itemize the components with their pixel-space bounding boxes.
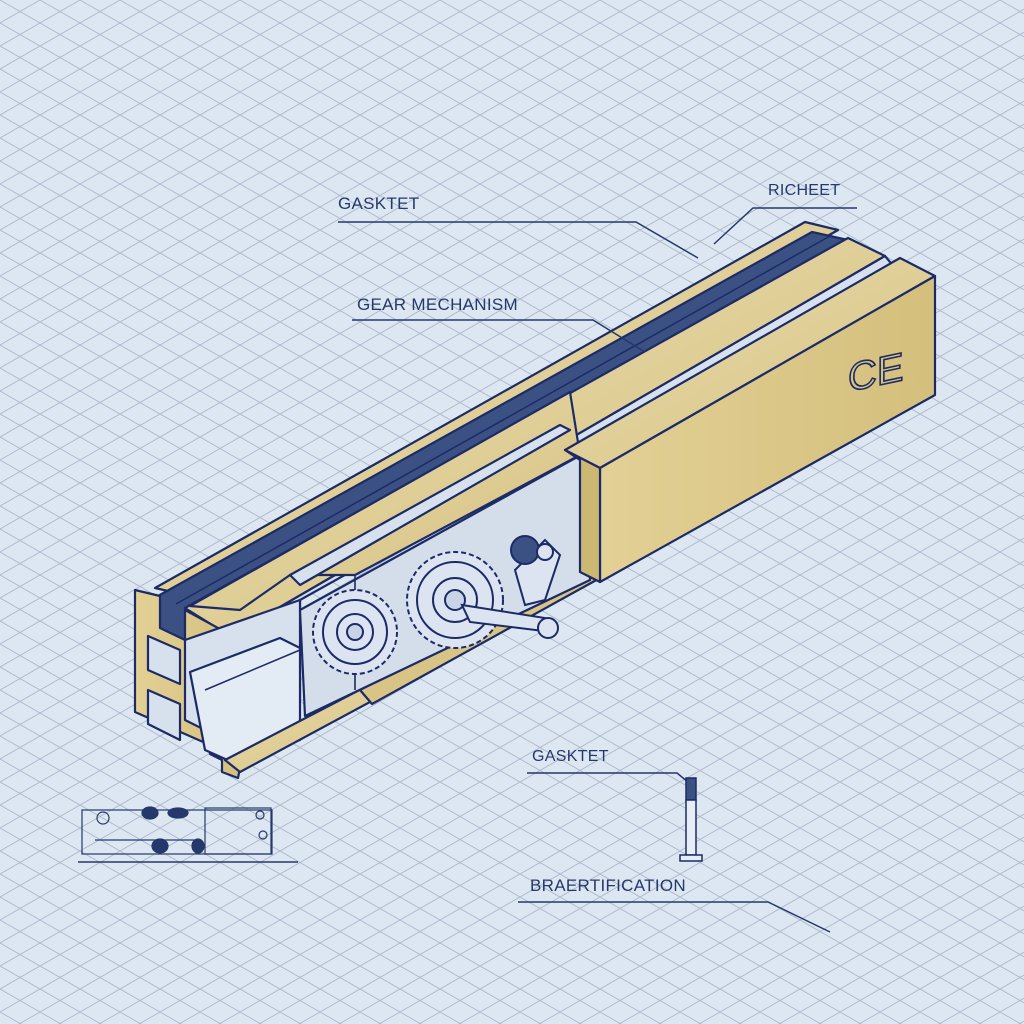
label-gear-mechanism: GEAR MECHANISM (357, 295, 518, 314)
top-slot (288, 423, 572, 587)
label-gasket-bottom: GASKTET (532, 748, 609, 765)
gear-mechanism (312, 535, 562, 675)
end-cavity-top (146, 634, 182, 686)
extrusion-profile (133, 220, 937, 780)
leader-lines (78, 207, 857, 933)
cover-side (563, 448, 602, 584)
label-gasket-top: GASKTET (338, 194, 420, 213)
label-richeet: RICHEET (768, 182, 841, 199)
end-cavity-bottom (146, 688, 182, 742)
inset-schematic (81, 806, 273, 855)
label-braertification: BRAERTIFICATION (530, 876, 686, 895)
bolt-detail (679, 777, 703, 862)
roller (510, 535, 540, 565)
